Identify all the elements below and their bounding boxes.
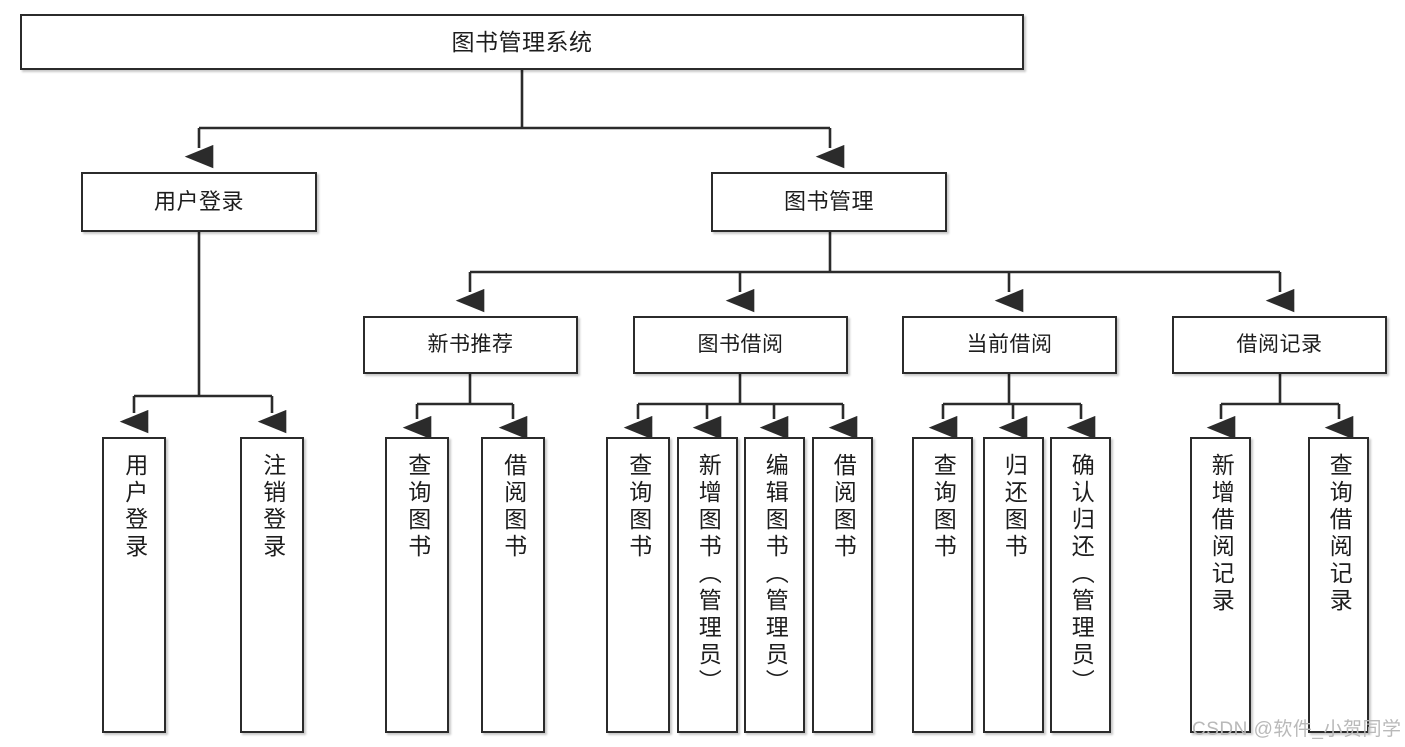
node-current-borrow[interactable]: 当前借阅 (902, 316, 1117, 374)
leaf-node[interactable]: 借阅图书 (812, 437, 873, 733)
leaf-node-label: 查询图书 (930, 453, 957, 561)
leaf-node-label: 新增图书（管理员） (695, 453, 722, 696)
leaf-node[interactable]: 用户登录 (102, 437, 166, 733)
node-root-label: 图书管理系统 (451, 28, 593, 55)
node-new-book-recommend-label: 新书推荐 (427, 332, 514, 356)
leaf-node-label: 确认归还（管理员） (1068, 453, 1095, 696)
node-book-borrow[interactable]: 图书借阅 (633, 316, 848, 374)
leaf-node[interactable]: 注销登录 (240, 437, 304, 733)
leaf-node[interactable]: 查询图书 (385, 437, 449, 733)
leaf-node[interactable]: 查询图书 (606, 437, 670, 733)
leaf-node[interactable]: 确认归还（管理员） (1050, 437, 1111, 733)
leaf-node[interactable]: 新增图书（管理员） (677, 437, 738, 733)
leaf-node-label: 查询图书 (625, 453, 652, 561)
node-user-login[interactable]: 用户登录 (81, 172, 317, 232)
leaf-node[interactable]: 借阅图书 (481, 437, 545, 733)
leaf-node-label: 新增借阅记录 (1208, 453, 1235, 615)
leaf-node[interactable]: 归还图书 (983, 437, 1044, 733)
leaf-node-label: 用户登录 (121, 453, 148, 561)
node-borrow-record-label: 借阅记录 (1236, 332, 1323, 356)
leaf-node[interactable]: 新增借阅记录 (1190, 437, 1251, 733)
node-book-borrow-label: 图书借阅 (697, 332, 784, 356)
leaf-node[interactable]: 查询图书 (912, 437, 973, 733)
leaf-node-label: 编辑图书（管理员） (762, 453, 789, 696)
leaf-node-label: 归还图书 (1001, 453, 1028, 561)
node-root[interactable]: 图书管理系统 (20, 14, 1024, 70)
leaf-node-label: 注销登录 (259, 453, 286, 561)
leaf-node-label: 借阅图书 (830, 453, 857, 561)
node-book-management[interactable]: 图书管理 (711, 172, 947, 232)
leaf-node-label: 查询借阅记录 (1326, 453, 1353, 615)
node-new-book-recommend[interactable]: 新书推荐 (363, 316, 578, 374)
csdn-watermark: CSDN @软件_小贺同学 (1192, 719, 1402, 740)
leaf-node-label: 借阅图书 (500, 453, 527, 561)
node-borrow-record[interactable]: 借阅记录 (1172, 316, 1387, 374)
node-current-borrow-label: 当前借阅 (966, 332, 1053, 356)
node-user-login-label: 用户登录 (153, 189, 244, 215)
leaf-node-label: 查询图书 (404, 453, 431, 561)
leaf-node[interactable]: 编辑图书（管理员） (744, 437, 805, 733)
node-book-management-label: 图书管理 (783, 189, 874, 215)
leaf-node[interactable]: 查询借阅记录 (1308, 437, 1369, 733)
